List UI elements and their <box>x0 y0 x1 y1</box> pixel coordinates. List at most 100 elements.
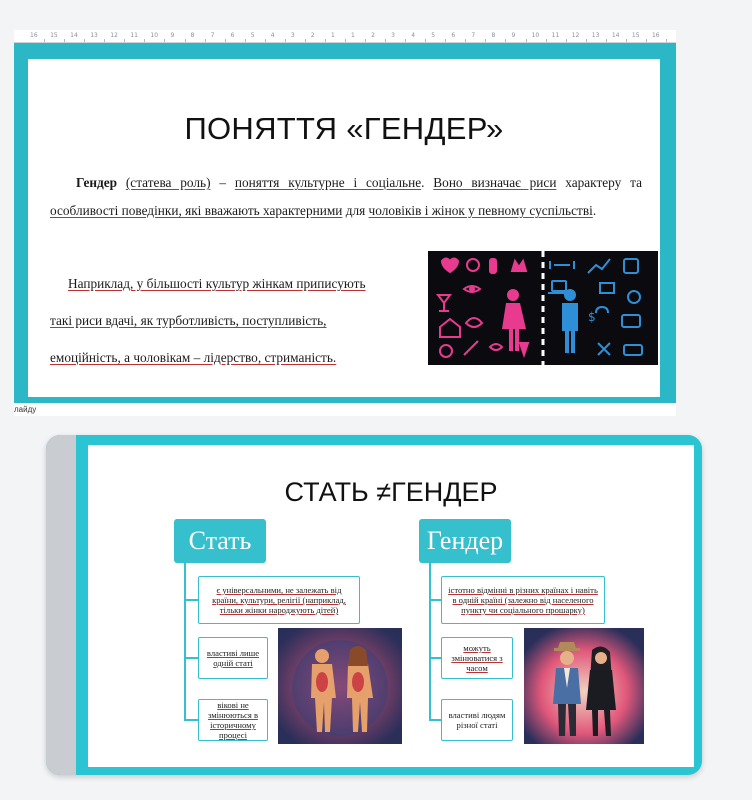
ruler-mark <box>485 39 487 42</box>
anatomy-image <box>278 628 402 744</box>
ruler-mark <box>425 39 427 42</box>
ruler-tick: 2 <box>310 32 315 39</box>
ruler-tick: 9 <box>511 32 516 39</box>
ruler-tick: 5 <box>250 32 255 39</box>
ruler-tick: 5 <box>431 32 436 39</box>
ruler-mark <box>104 39 106 42</box>
slide-label: лайду <box>14 405 37 414</box>
ruler-mark <box>445 39 447 42</box>
ruler-tick: 15 <box>50 32 58 39</box>
ruler-tick: 13 <box>90 32 98 39</box>
couple-image <box>524 628 644 744</box>
sex-box-one-sex: властиві лише одній статі <box>198 637 268 679</box>
ruler-mark <box>64 39 66 42</box>
gender-icons-illustration: $ <box>428 251 658 365</box>
slide-1-title: ПОНЯТТЯ «ГЕНДЕР» <box>184 111 504 146</box>
ruler-tick: 3 <box>391 32 395 39</box>
ruler-tick: 8 <box>190 32 195 39</box>
ruler-tick: 4 <box>411 32 416 39</box>
ruler-mark <box>144 39 146 42</box>
ruler-mark <box>385 39 387 42</box>
ruler-tick: 4 <box>270 32 275 39</box>
ruler-mark <box>345 39 346 42</box>
ruler-mark <box>405 39 407 42</box>
ruler-mark <box>204 39 206 42</box>
gender-box-varies: істотно відмінні в різних країнах і наві… <box>441 576 605 624</box>
ruler-tick: 9 <box>170 32 175 39</box>
ruler-tick: 12 <box>110 32 118 39</box>
ruler-tick: 6 <box>230 32 235 39</box>
slide-1-example: Наприклад, у більшості культур жінкам пр… <box>50 276 366 365</box>
ruler-mark <box>605 39 607 42</box>
ruler-mark <box>324 39 326 42</box>
ruler-tick: 16 <box>30 32 38 39</box>
ruler-tick: 14 <box>70 32 78 39</box>
ruler-tick: 10 <box>531 32 540 39</box>
ruler-tick: 6 <box>451 32 456 39</box>
gender-connector-3 <box>429 719 441 721</box>
ruler-tick: 7 <box>471 32 476 39</box>
gender-connector <box>429 563 431 719</box>
ruler-mark <box>585 39 587 42</box>
ruler-mark <box>184 39 186 42</box>
ruler-tick: 1 <box>351 32 355 39</box>
ruler-mark <box>665 39 667 42</box>
ruler-mark <box>304 39 306 42</box>
sex-connector-2 <box>184 657 198 659</box>
term-gender: Гендер <box>76 175 118 190</box>
slide-1-paper: ПОНЯТТЯ «ГЕНДЕР» Гендер (статева роль) –… <box>28 59 660 397</box>
ruler-tick: 3 <box>290 32 295 39</box>
gender-box-both-sexes: властиві людям різної статі <box>441 699 513 741</box>
ruler-tick: 15 <box>631 32 640 39</box>
slide-2-paper: СТАТЬ ≠ГЕНДЕР Стать є універсальними, не… <box>88 445 694 767</box>
gender-header: Гендер <box>419 519 511 563</box>
ruler-tick: 10 <box>150 32 159 39</box>
ruler-mark <box>164 39 166 42</box>
ruler-tick: 11 <box>130 32 138 39</box>
ruler-mark <box>84 39 86 42</box>
gender-connector-2 <box>429 657 441 659</box>
slide-2-title: СТАТЬ ≠ГЕНДЕР <box>284 477 498 507</box>
slide-1-frame[interactable]: ПОНЯТТЯ «ГЕНДЕР» Гендер (статева роль) –… <box>14 43 676 403</box>
ruler-tick: 14 <box>611 32 620 39</box>
ruler-mark <box>124 39 126 42</box>
ruler-mark <box>565 39 567 42</box>
ruler-tick: 1 <box>330 32 335 39</box>
ruler-mark <box>44 39 46 42</box>
ruler-mark <box>244 39 246 42</box>
editor-notes-bar <box>14 403 676 416</box>
ruler-mark <box>365 39 367 42</box>
ruler-mark <box>645 39 647 42</box>
svg-text:$: $ <box>588 310 596 324</box>
ruler-mark <box>505 39 507 42</box>
ruler-mark <box>465 39 467 42</box>
ruler-mark <box>284 39 286 42</box>
ruler-tick: 7 <box>210 32 215 39</box>
sex-header: Стать <box>174 519 266 563</box>
gender-box-changeable: можуть змінюватися з часом <box>441 637 513 679</box>
ruler-mark <box>525 39 527 42</box>
gender-connector-1 <box>429 599 441 601</box>
ruler-tick: 16 <box>651 32 660 39</box>
sex-box-universal: є універсальними, не залежать від країни… <box>198 576 360 624</box>
ruler-tick: 11 <box>551 32 560 39</box>
slide-2-left-edge <box>46 435 76 775</box>
ruler-mark <box>224 39 226 42</box>
slide-2-thumbnail[interactable]: СТАТЬ ≠ГЕНДЕР Стать є універсальними, не… <box>46 435 702 775</box>
ruler-mark <box>625 39 627 42</box>
sex-connector-1 <box>184 599 198 601</box>
sex-connector <box>184 563 186 719</box>
sex-box-unchanging: вікові не змінюються в історичному проце… <box>198 699 268 741</box>
ruler-tick: 8 <box>491 32 496 39</box>
ruler-tick: 13 <box>591 32 600 39</box>
ruler-tick: 2 <box>371 32 375 39</box>
couple-illustration <box>524 628 644 744</box>
ruler-mark <box>545 39 547 42</box>
slide-1-definition: Гендер (статева роль) – поняття культурн… <box>50 175 643 218</box>
sex-connector-3 <box>184 719 198 721</box>
anatomy-illustration <box>278 628 402 744</box>
gender-icons-image: $ <box>428 251 658 365</box>
ruler-tick: 12 <box>571 32 580 39</box>
